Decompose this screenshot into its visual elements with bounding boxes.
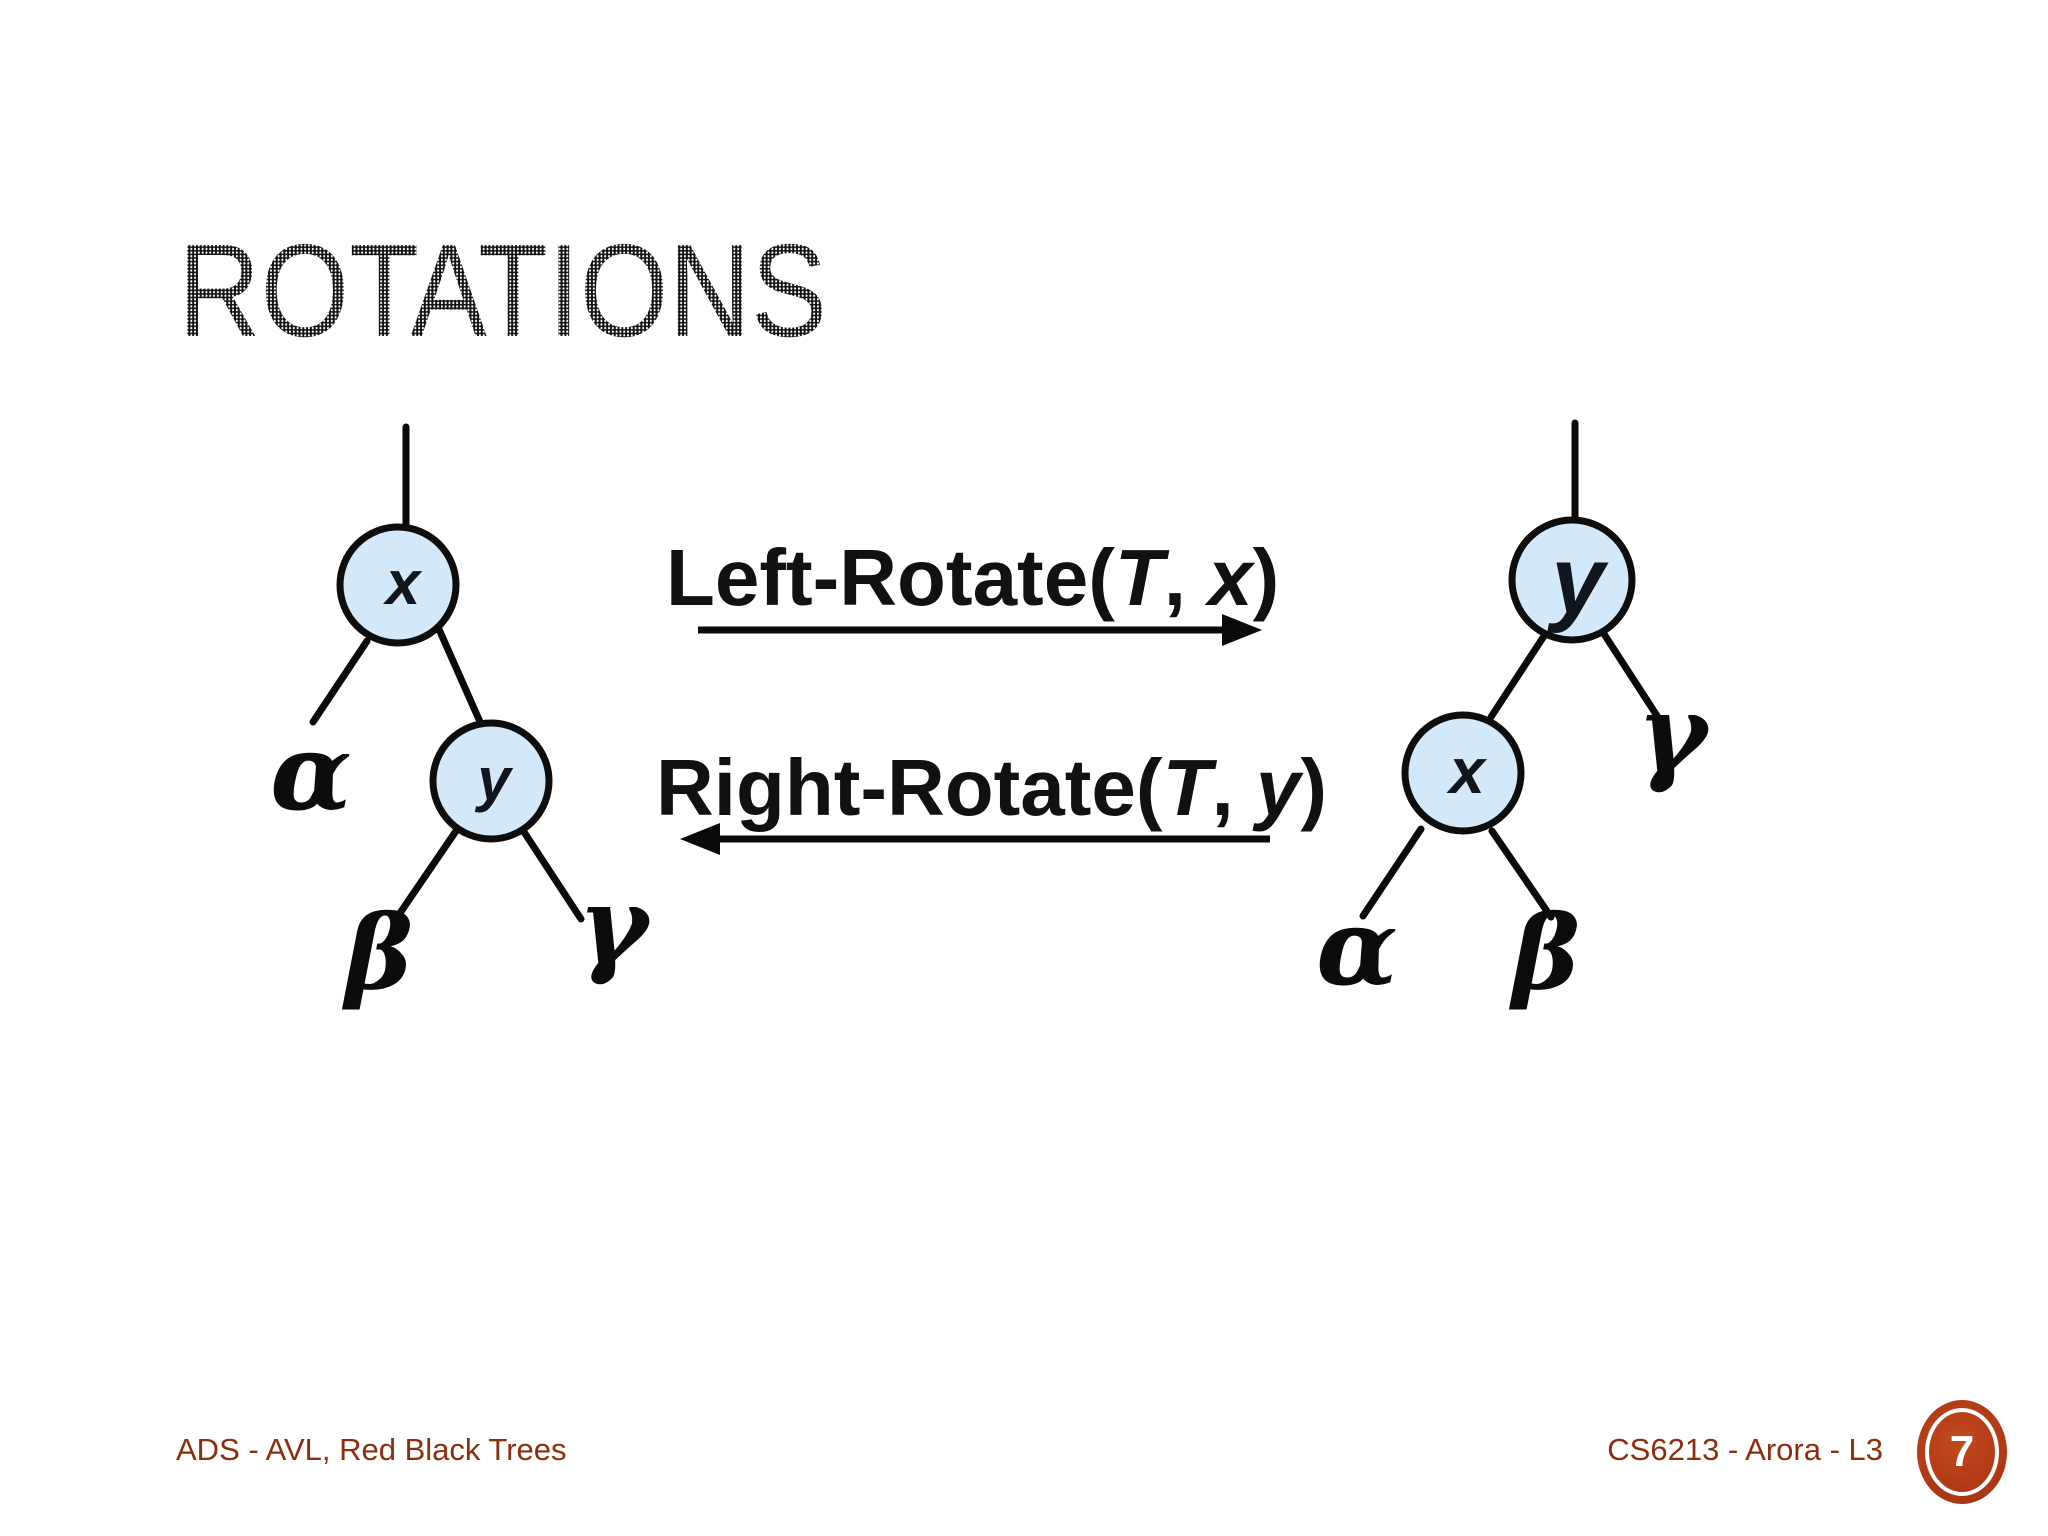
node-x bbox=[1401, 711, 1525, 835]
badge-ring bbox=[1925, 1408, 1999, 1496]
edge-x-beta bbox=[1488, 827, 1555, 921]
node-x-label: x bbox=[383, 549, 423, 618]
rotation-arrows bbox=[680, 614, 1270, 855]
page-number: 7 bbox=[1949, 1427, 1975, 1476]
alpha-label: α bbox=[1316, 884, 1398, 1009]
footer-course: ADS - AVL, Red Black Trees bbox=[176, 1432, 567, 1467]
close-paren: ) bbox=[1300, 743, 1328, 832]
separator: , bbox=[1163, 533, 1209, 622]
node-y-label: y bbox=[1547, 527, 1609, 634]
tree-param: T bbox=[1114, 533, 1164, 622]
separator: , bbox=[1211, 743, 1256, 832]
edge-y-beta bbox=[394, 827, 460, 920]
node-x-label: x bbox=[1446, 735, 1487, 807]
tree-param: T bbox=[1162, 743, 1212, 832]
node-y-label: y bbox=[474, 746, 513, 813]
slide-title: ROTATIONS bbox=[178, 217, 828, 364]
edge-y-gamma bbox=[520, 828, 585, 923]
edge-y-x bbox=[1487, 632, 1548, 721]
right-rotate-arrowhead bbox=[680, 823, 720, 855]
beta-label: β bbox=[1508, 893, 1580, 1013]
right-rotate-label: Right-Rotate(T, y) bbox=[656, 742, 1327, 834]
gamma-label: γ bbox=[1637, 670, 1712, 795]
page-number-badge: 7 bbox=[1917, 1400, 2007, 1504]
edge-x-alpha bbox=[1359, 825, 1425, 920]
beta-label: β bbox=[341, 893, 413, 1013]
left-rotate-prefix: Left-Rotate( bbox=[666, 533, 1115, 622]
alpha-label: α bbox=[270, 709, 352, 834]
close-paren: ) bbox=[1252, 533, 1280, 622]
right-tree: y x γ α β bbox=[1316, 419, 1712, 1013]
footer-lecture: CS6213 - Arora - L3 bbox=[1607, 1432, 1883, 1467]
node-param: x bbox=[1208, 533, 1253, 622]
gamma-label: γ bbox=[578, 862, 653, 987]
node-param: y bbox=[1255, 743, 1301, 832]
right-rotate-prefix: Right-Rotate( bbox=[656, 743, 1163, 832]
edge-x-alpha bbox=[309, 637, 371, 726]
edge-y-gamma bbox=[1600, 630, 1665, 726]
node-y bbox=[1508, 516, 1636, 644]
left-rotate-arrowhead bbox=[1222, 614, 1262, 646]
edge-x-y bbox=[434, 623, 485, 728]
node-x bbox=[336, 523, 460, 647]
left-rotate-label: Left-Rotate(T, x) bbox=[666, 532, 1279, 624]
node-y bbox=[429, 719, 553, 843]
left-tree: x y α β γ bbox=[270, 423, 653, 1013]
